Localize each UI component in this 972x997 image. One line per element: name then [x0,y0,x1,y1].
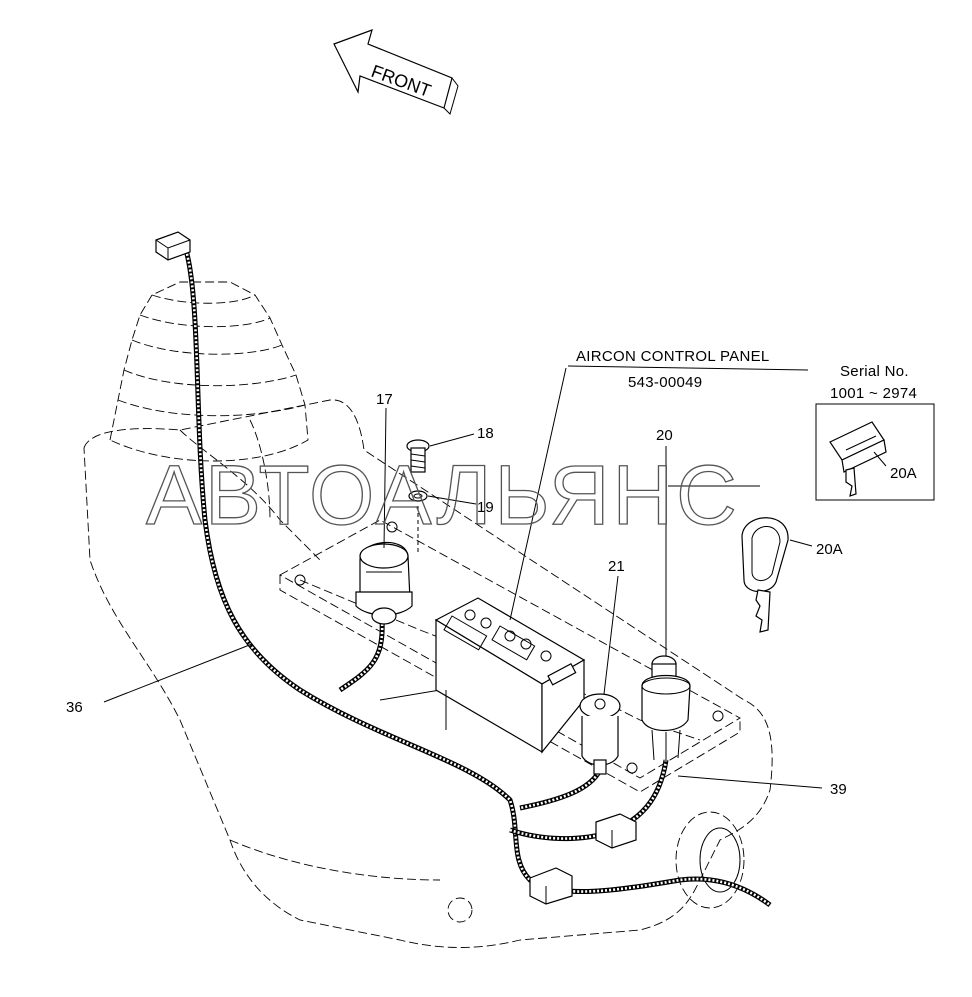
callout-39: 39 [830,781,847,798]
callout-20a: 20A [816,541,843,558]
wire-harness [183,249,772,908]
callout-20: 20 [656,427,673,444]
key-20a-small [829,421,887,497]
part-21-socket [579,693,621,775]
watermark: АВТОАЛЬЯНС [146,448,740,542]
callout-19: 19 [477,499,494,516]
callout-36: 36 [66,699,83,716]
harness-connector-2 [529,867,573,905]
part-17-lighter [355,541,413,625]
aircon-panel-title: AIRCON CONTROL PANEL [576,348,770,365]
serial-range: 1001 ~ 2974 [830,385,917,402]
callout-18: 18 [477,425,494,442]
callout-21: 21 [608,558,625,575]
harness-connector-1 [595,813,637,849]
key-20a-large [741,517,789,633]
leader-lines [103,365,887,789]
front-arrow: FRONT [333,29,459,115]
aircon-panel-part-number: 543-00049 [628,374,702,391]
callout-20a-box: 20A [890,465,917,482]
top-connector [155,231,191,261]
part-18-screw [406,439,430,473]
serial-box [815,403,935,501]
callout-17: 17 [376,391,393,408]
part-19-washer [408,490,428,555]
serial-label: Serial No. [840,363,909,380]
aircon-control-panel [434,597,586,754]
part-20-ignition [641,655,691,764]
joystick-boot [109,281,309,462]
mounting-plate [279,519,741,793]
